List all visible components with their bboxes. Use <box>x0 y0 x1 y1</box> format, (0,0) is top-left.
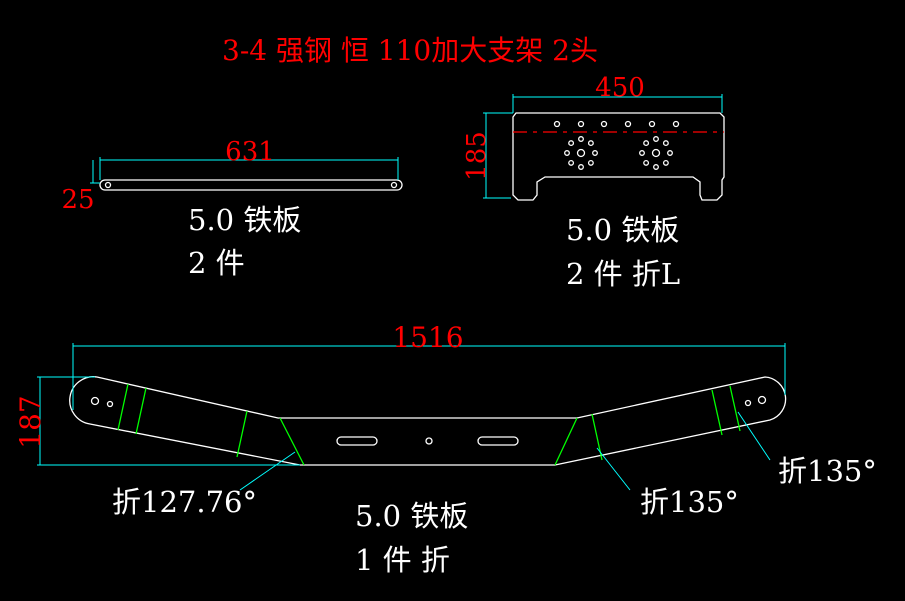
part2-l-bracket: 450 185 <box>462 73 725 201</box>
part1-height-dim: 25 <box>61 185 94 215</box>
part2-height-dim: 185 <box>462 131 492 181</box>
bend-label-right: 折135° <box>778 454 877 488</box>
part3-bent-bracket: 1516 187 <box>14 321 787 491</box>
hole <box>662 140 669 147</box>
hole <box>643 159 650 166</box>
hole <box>639 150 645 156</box>
hole <box>662 159 669 166</box>
hole <box>576 148 586 158</box>
part3-quantity: 1 件 折 <box>355 543 450 577</box>
hole <box>651 148 661 158</box>
hole <box>564 150 570 156</box>
hole <box>672 120 680 128</box>
part3-material: 5.0 铁板 <box>355 499 468 533</box>
part1-material: 5.0 铁板 <box>188 203 301 237</box>
hole <box>587 159 594 166</box>
hole <box>624 120 632 128</box>
part2-quantity: 2 件 折L <box>566 257 680 291</box>
part1-length-dim: 631 <box>225 137 275 167</box>
hole <box>578 136 584 142</box>
part2-length-dim: 450 <box>595 73 645 103</box>
part3-length-dim: 1516 <box>392 321 463 354</box>
hole <box>667 150 673 156</box>
hole <box>568 159 575 166</box>
hole <box>643 140 650 147</box>
part2-material: 5.0 铁板 <box>566 213 679 247</box>
hole <box>600 120 608 128</box>
hole <box>568 140 575 147</box>
hole <box>592 150 598 156</box>
hole <box>653 136 659 142</box>
bend-lines <box>117 383 741 466</box>
bend-label-left: 折127.76° <box>112 485 257 519</box>
hole <box>648 120 656 128</box>
hole <box>553 120 561 128</box>
hole <box>653 164 659 170</box>
bend-label-center-right: 折135° <box>640 485 739 519</box>
hole <box>578 164 584 170</box>
hole <box>577 120 585 128</box>
part3-height-dim: 187 <box>14 395 47 448</box>
drawing-title: 3-4 强钢 恒 110加大支架 2头 <box>222 34 598 67</box>
part1-quantity: 2 件 <box>188 246 245 280</box>
part1-flat-bar: 631 25 <box>61 137 403 215</box>
hole <box>587 140 594 147</box>
